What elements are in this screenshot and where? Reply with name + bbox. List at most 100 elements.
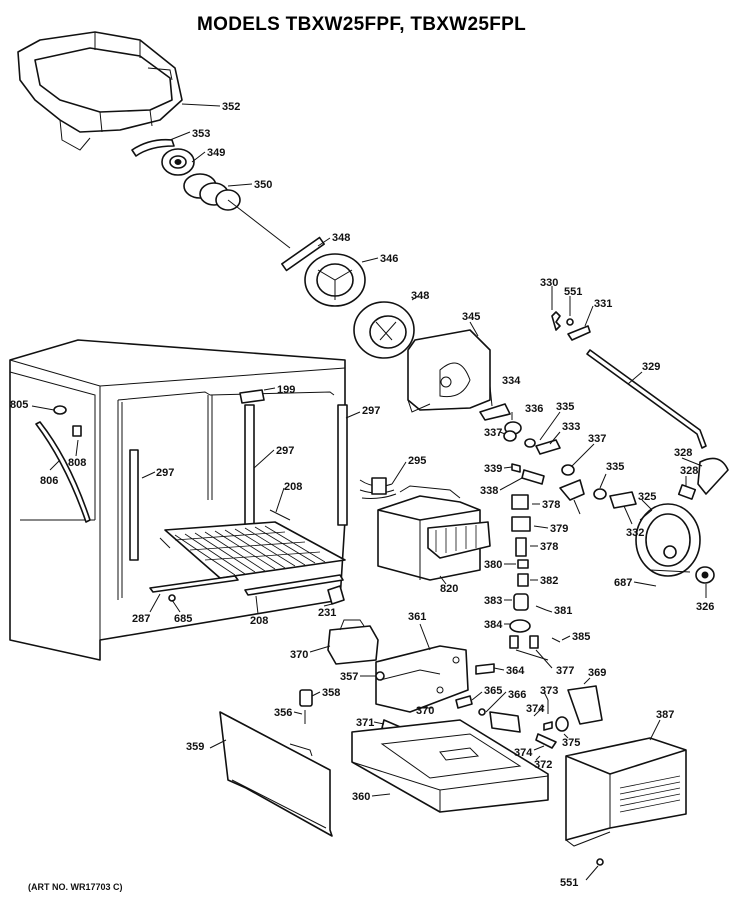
callout-label: 231 bbox=[318, 607, 336, 619]
callout-label: 360 bbox=[352, 791, 370, 803]
callout-label: 381 bbox=[554, 605, 572, 617]
callout-label: 379 bbox=[550, 523, 568, 535]
screw-685-part bbox=[168, 594, 176, 602]
callout-label: 336 bbox=[525, 403, 543, 415]
callout-label: 374 bbox=[514, 747, 533, 759]
chute-328-part bbox=[697, 457, 729, 495]
clip-377b-part bbox=[529, 635, 539, 649]
callout-label: 287 bbox=[132, 613, 150, 625]
callout-label: 339 bbox=[484, 463, 502, 475]
callout-label: 335 bbox=[556, 401, 574, 413]
callout-label: 820 bbox=[440, 583, 458, 595]
callout-label: 375 bbox=[562, 737, 580, 749]
lever-331-part bbox=[567, 325, 591, 341]
callout-label: 328 bbox=[674, 447, 692, 459]
clip-328-part bbox=[677, 484, 697, 500]
pin-381-part bbox=[535, 605, 547, 611]
callout-label: 366 bbox=[508, 689, 526, 701]
pin-385-part bbox=[551, 637, 561, 643]
callout-label: 329 bbox=[642, 361, 660, 373]
callout-label: 297 bbox=[362, 405, 380, 417]
crusher-housing-part bbox=[353, 301, 415, 359]
drive-motor-part bbox=[635, 503, 701, 577]
callout-label: 370 bbox=[416, 705, 434, 717]
bearing-part bbox=[161, 148, 195, 176]
callout-label: 384 bbox=[484, 619, 503, 631]
callout-label: 337 bbox=[484, 427, 502, 439]
callout-label: 369 bbox=[588, 667, 606, 679]
clip-808-part bbox=[72, 425, 82, 437]
callout-label: 208 bbox=[250, 615, 268, 627]
callout-label: 332 bbox=[626, 527, 644, 539]
clip-377a-part bbox=[509, 635, 519, 649]
callout-label: 808 bbox=[68, 457, 86, 469]
callout-label: 348 bbox=[411, 290, 429, 302]
callout-label: 358 bbox=[322, 687, 340, 699]
ice-bucket-part bbox=[17, 31, 183, 151]
spring-330-part bbox=[551, 311, 561, 331]
callout-label: 370 bbox=[290, 649, 308, 661]
callout-label: 806 bbox=[40, 475, 58, 487]
callout-label: 208 bbox=[284, 481, 302, 493]
callout-label: 349 bbox=[207, 147, 225, 159]
clip-365-part bbox=[455, 695, 473, 709]
callout-label: 346 bbox=[380, 253, 398, 265]
arm-339-part bbox=[511, 463, 521, 473]
switch-378-part bbox=[511, 494, 529, 510]
callout-label: 325 bbox=[638, 491, 656, 503]
rod-329-part bbox=[586, 349, 707, 449]
screw-551b-part bbox=[596, 858, 604, 866]
callout-label: 685 bbox=[174, 613, 192, 625]
shelf-rail-287-part bbox=[149, 575, 239, 593]
crusher-part bbox=[304, 253, 366, 307]
spring-374-part bbox=[543, 721, 553, 731]
cam-332-part bbox=[609, 491, 637, 509]
callout-label: 380 bbox=[484, 559, 502, 571]
callout-label: 378 bbox=[542, 499, 560, 511]
link-333-part bbox=[535, 439, 561, 455]
callout-label: 295 bbox=[408, 455, 426, 467]
rail-297-center-part bbox=[244, 404, 255, 526]
callout-label: 382 bbox=[540, 575, 558, 587]
callout-label: 805 bbox=[10, 399, 28, 411]
callout-label: 364 bbox=[506, 665, 525, 677]
gear-326-part bbox=[695, 566, 715, 584]
icemaker-part bbox=[377, 485, 491, 581]
callout-label: 297 bbox=[276, 445, 294, 457]
callout-label: 330 bbox=[540, 277, 558, 289]
diagram-title: MODELS TBXW25FPF, TBXW25FPL bbox=[197, 14, 526, 35]
gear-384-part bbox=[509, 619, 531, 633]
callout-label: 199 bbox=[277, 384, 295, 396]
callout-label: 372 bbox=[534, 759, 552, 771]
callout-label: 383 bbox=[484, 595, 502, 607]
washer-337-part bbox=[503, 430, 517, 442]
washer-337b-part bbox=[561, 464, 575, 476]
callout-label: 357 bbox=[340, 671, 358, 683]
callout-label: 335 bbox=[606, 461, 624, 473]
leader-lines bbox=[31, 103, 707, 881]
callout-label: 337 bbox=[588, 433, 606, 445]
cap-375-part bbox=[555, 716, 569, 732]
washer-366-part bbox=[478, 708, 486, 716]
spring-372-part bbox=[535, 733, 557, 749]
bracket-334-part bbox=[479, 403, 511, 421]
callout-label: 373 bbox=[540, 685, 558, 697]
callout-label: 331 bbox=[594, 298, 612, 310]
shelf-rail-208-part bbox=[244, 574, 344, 596]
spring-382-part bbox=[517, 573, 529, 587]
spring-364-part bbox=[475, 663, 495, 675]
callout-label: 377 bbox=[556, 665, 574, 677]
callout-label: 365 bbox=[484, 685, 502, 697]
arm-370-part bbox=[489, 711, 521, 733]
callout-label: 387 bbox=[656, 709, 674, 721]
callout-label: 551 bbox=[564, 286, 582, 298]
trim-strip-806-part bbox=[35, 421, 91, 523]
callout-label: 551 bbox=[560, 877, 578, 889]
callout-label: 385 bbox=[572, 631, 590, 643]
washer-335-part bbox=[524, 438, 536, 448]
callout-label: 297 bbox=[156, 467, 174, 479]
callout-label: 361 bbox=[408, 611, 426, 623]
cover-359-part bbox=[219, 711, 333, 837]
bushing-383-part bbox=[513, 593, 529, 611]
